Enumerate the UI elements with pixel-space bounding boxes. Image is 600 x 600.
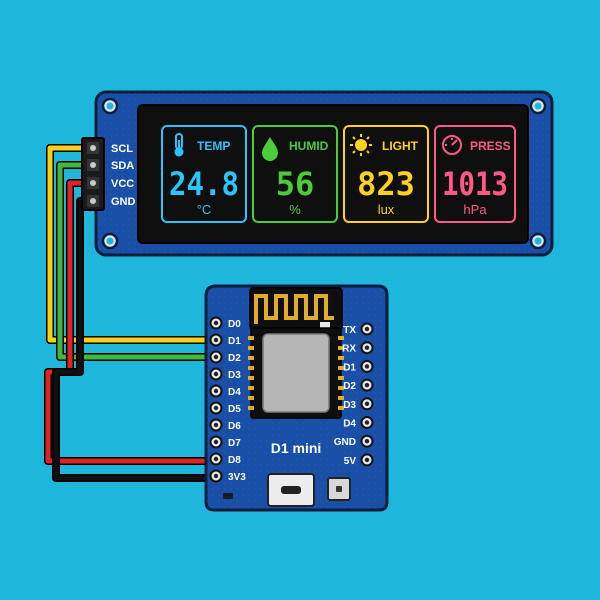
- mounting-hole: [101, 232, 119, 250]
- sun-icon: [350, 134, 372, 156]
- board-pin: D8: [209, 452, 241, 466]
- tile-value: 24.8: [169, 165, 239, 203]
- board-pin: D3: [343, 397, 374, 411]
- tile-label: LIGHT: [382, 139, 419, 153]
- board-pin-label: D6: [228, 421, 241, 432]
- board-pin: D3: [209, 367, 241, 381]
- board-pin-label: D0: [228, 319, 241, 330]
- mounting-hole: [101, 97, 119, 115]
- header-pin: [87, 177, 99, 189]
- wire-scl: [46, 144, 220, 344]
- board-pin-label: D2: [228, 353, 241, 364]
- board-pin-label: 3V3: [228, 472, 246, 483]
- board-pin: D1: [343, 359, 374, 373]
- tile-value: 56: [276, 165, 315, 203]
- board-pin-label: D7: [228, 438, 241, 449]
- header-pin-label: VCC: [111, 178, 134, 190]
- board-pin-label: RX: [342, 344, 356, 355]
- header-pin-label: SCL: [111, 143, 133, 155]
- board-pin-label: D5: [228, 404, 241, 415]
- board-pin-label: D3: [343, 400, 356, 411]
- display-screen: [137, 104, 529, 244]
- sensor-tile-temp: TEMP 24.8 °C: [161, 125, 247, 223]
- board-pin: D0: [209, 316, 241, 330]
- board-pin: GND: [334, 434, 374, 448]
- board-pin-label: GND: [334, 437, 356, 448]
- board-pin-label: D2: [343, 381, 356, 392]
- tile-label: HUMID: [289, 139, 329, 153]
- mounting-hole: [529, 97, 547, 115]
- tile-label: PRESS: [470, 139, 511, 153]
- tile-unit: %: [289, 202, 301, 217]
- board-pin: TX: [343, 322, 374, 336]
- board-pin-label: D8: [228, 455, 241, 466]
- board-pin: D5: [209, 401, 241, 415]
- wire-sda: [56, 161, 220, 361]
- board-pin: RX: [342, 341, 374, 355]
- water-drop-icon: [262, 137, 278, 161]
- thermometer-icon: [174, 133, 184, 157]
- gauge-icon: [442, 135, 462, 155]
- board-pin-label: 5V: [344, 456, 357, 467]
- tile-unit: °C: [197, 202, 212, 217]
- header-pin: [87, 142, 99, 154]
- board-pin-label: D4: [343, 419, 356, 430]
- board-pin: D7: [209, 435, 241, 449]
- smd-component: [223, 493, 233, 499]
- display-header: SCL SDA VCC GND: [81, 137, 136, 211]
- board-pin: D6: [209, 418, 241, 432]
- sensor-tile-humid: HUMID 56 %: [252, 125, 338, 223]
- board-pin: D1: [209, 333, 241, 347]
- tile-unit: hPa: [463, 202, 487, 217]
- sensor-tile-press: PRESS 1013 hPa: [434, 125, 516, 223]
- board-pin-label: D4: [228, 387, 241, 398]
- board-pin-label: D1: [228, 336, 241, 347]
- sensor-tile-light: LIGHT 823 lux: [343, 125, 429, 223]
- header-pin-label: GND: [111, 196, 136, 208]
- board-pin-label: D3: [228, 370, 241, 381]
- display-module: SCL SDA VCC GND TEMP 24.8 °C HUMID 56 %: [81, 90, 554, 257]
- board-pin: D2: [343, 378, 374, 392]
- wifi-antenna: [249, 287, 343, 331]
- mounting-hole: [529, 232, 547, 250]
- board-pin: D4: [343, 416, 374, 430]
- board-pin: D2: [209, 350, 241, 364]
- board-pin-label: D1: [343, 362, 356, 373]
- board-name: D1 mini: [271, 440, 322, 456]
- board-pin: 5V: [344, 453, 374, 467]
- header-pin-label: SDA: [111, 160, 134, 172]
- board-pin: D4: [209, 384, 241, 398]
- tile-label: TEMP: [197, 139, 230, 153]
- tile-value: 1013: [442, 165, 508, 203]
- tile-value: 823: [357, 165, 415, 203]
- reset-button[interactable]: [327, 477, 351, 501]
- esp-module: [248, 327, 344, 419]
- rf-shield: [262, 333, 330, 413]
- header-pin: [87, 195, 99, 207]
- board-pin-label: TX: [343, 325, 356, 336]
- header-pin: [87, 159, 99, 171]
- usb-port: [267, 473, 315, 507]
- tile-unit: lux: [378, 202, 395, 217]
- board-pin: 3V3: [209, 469, 246, 483]
